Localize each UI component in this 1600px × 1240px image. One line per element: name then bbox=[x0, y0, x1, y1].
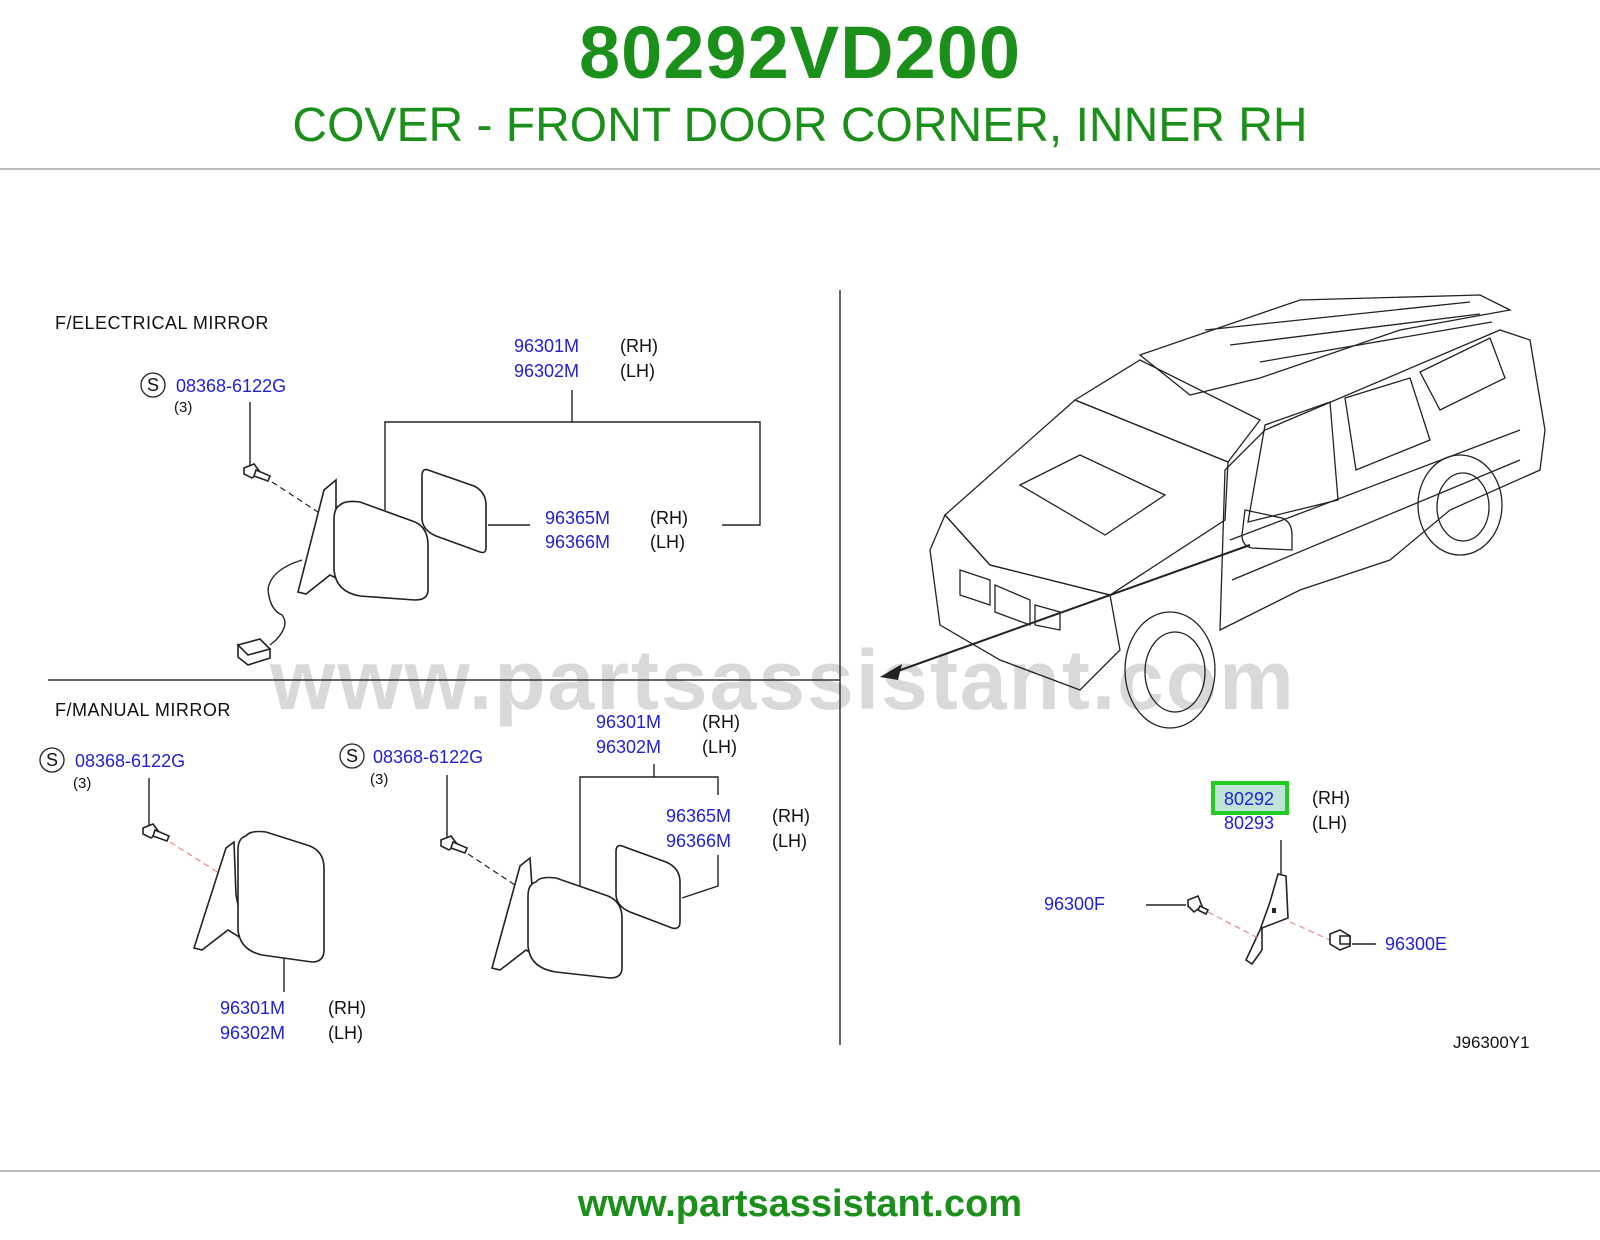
screw-quantity: (3) bbox=[73, 775, 91, 792]
lh-label: (LH) bbox=[702, 737, 737, 757]
manual-glass-rh-part[interactable]: 96365M bbox=[666, 806, 731, 826]
screw-symbol: S bbox=[46, 750, 58, 770]
manual-mirror-bottom-rh-part[interactable]: 96301M bbox=[220, 998, 285, 1018]
electrical-glass-lh-part[interactable]: 96366M bbox=[545, 532, 610, 552]
manual-glass-lh-part[interactable]: 96366M bbox=[666, 831, 731, 851]
electrical-mirror-glass bbox=[421, 468, 487, 554]
lh-label: (LH) bbox=[650, 532, 685, 552]
electrical-mirror-lh-part[interactable]: 96302M bbox=[514, 361, 579, 381]
manual-screw-right-part bbox=[440, 835, 469, 855]
screw-part-number[interactable]: 08368-6122G bbox=[373, 747, 483, 767]
manual-mirror-glass bbox=[615, 844, 681, 930]
cover-clip bbox=[1329, 929, 1351, 951]
electrical-mirror-assembly bbox=[236, 478, 429, 666]
diagram-code: J96300Y1 bbox=[1453, 1033, 1530, 1052]
cover-clip-part[interactable]: 96300E bbox=[1385, 934, 1447, 954]
screw-quantity: (3) bbox=[174, 399, 192, 416]
screw-symbol: S bbox=[147, 375, 159, 395]
rh-label: (RH) bbox=[1312, 788, 1350, 808]
door-corner-cover-part bbox=[1244, 873, 1289, 966]
lh-label: (LH) bbox=[620, 361, 655, 381]
manual-screw-right-callout[interactable]: S 08368-6122G (3) bbox=[339, 743, 483, 788]
screw-part-number[interactable]: 08368-6122G bbox=[176, 376, 286, 396]
manual-mirror-right-assembly bbox=[491, 856, 623, 979]
callout-arrow-head bbox=[880, 664, 902, 680]
lh-label: (LH) bbox=[1312, 813, 1347, 833]
electrical-section-title: F/ELECTRICAL MIRROR bbox=[55, 313, 269, 333]
cover-screw bbox=[1187, 894, 1210, 916]
lh-label: (LH) bbox=[772, 831, 807, 851]
cover-screw-part[interactable]: 96300F bbox=[1044, 894, 1105, 914]
cover-lh-part[interactable]: 80293 bbox=[1224, 813, 1274, 833]
highlight-box bbox=[1211, 781, 1289, 815]
manual-mirror-bottom-lh-part[interactable]: 96302M bbox=[220, 1023, 285, 1043]
manual-section-title: F/MANUAL MIRROR bbox=[55, 700, 231, 720]
electrical-glass-rh-part[interactable]: 96365M bbox=[545, 508, 610, 528]
vehicle-illustration bbox=[929, 294, 1546, 729]
lh-label: (LH) bbox=[328, 1023, 363, 1043]
screw-symbol: S bbox=[346, 746, 358, 766]
part-description: COVER - FRONT DOOR CORNER, INNER RH bbox=[292, 99, 1308, 152]
page-title: 80292VD200 bbox=[578, 11, 1022, 94]
callout-arrow-line bbox=[894, 544, 1251, 673]
rh-label: (RH) bbox=[620, 336, 658, 356]
top-divider bbox=[0, 168, 1600, 170]
rh-label: (RH) bbox=[650, 508, 688, 528]
rh-label: (RH) bbox=[772, 806, 810, 826]
manual-screw-left-callout[interactable]: S 08368-6122G (3) bbox=[39, 747, 185, 792]
rh-label: (RH) bbox=[328, 998, 366, 1018]
electrical-screw-callout[interactable]: S 08368-6122G (3) bbox=[140, 372, 286, 416]
manual-mirror-top-lh-part[interactable]: 96302M bbox=[596, 737, 661, 757]
screw-quantity: (3) bbox=[370, 771, 388, 788]
manual-mirror-left-assembly bbox=[192, 830, 325, 963]
manual-mirror-top-rh-part[interactable]: 96301M bbox=[596, 712, 661, 732]
bottom-divider bbox=[0, 1170, 1600, 1172]
electrical-screw-part bbox=[243, 463, 272, 483]
electrical-mirror-rh-part[interactable]: 96301M bbox=[514, 336, 579, 356]
manual-screw-left-part bbox=[142, 823, 171, 843]
rh-label: (RH) bbox=[702, 712, 740, 732]
footer-url[interactable]: www.partsassistant.com bbox=[577, 1183, 1023, 1225]
screw-part-number[interactable]: 08368-6122G bbox=[75, 751, 185, 771]
cover-rh-part-highlighted[interactable]: 80292 bbox=[1224, 789, 1274, 809]
